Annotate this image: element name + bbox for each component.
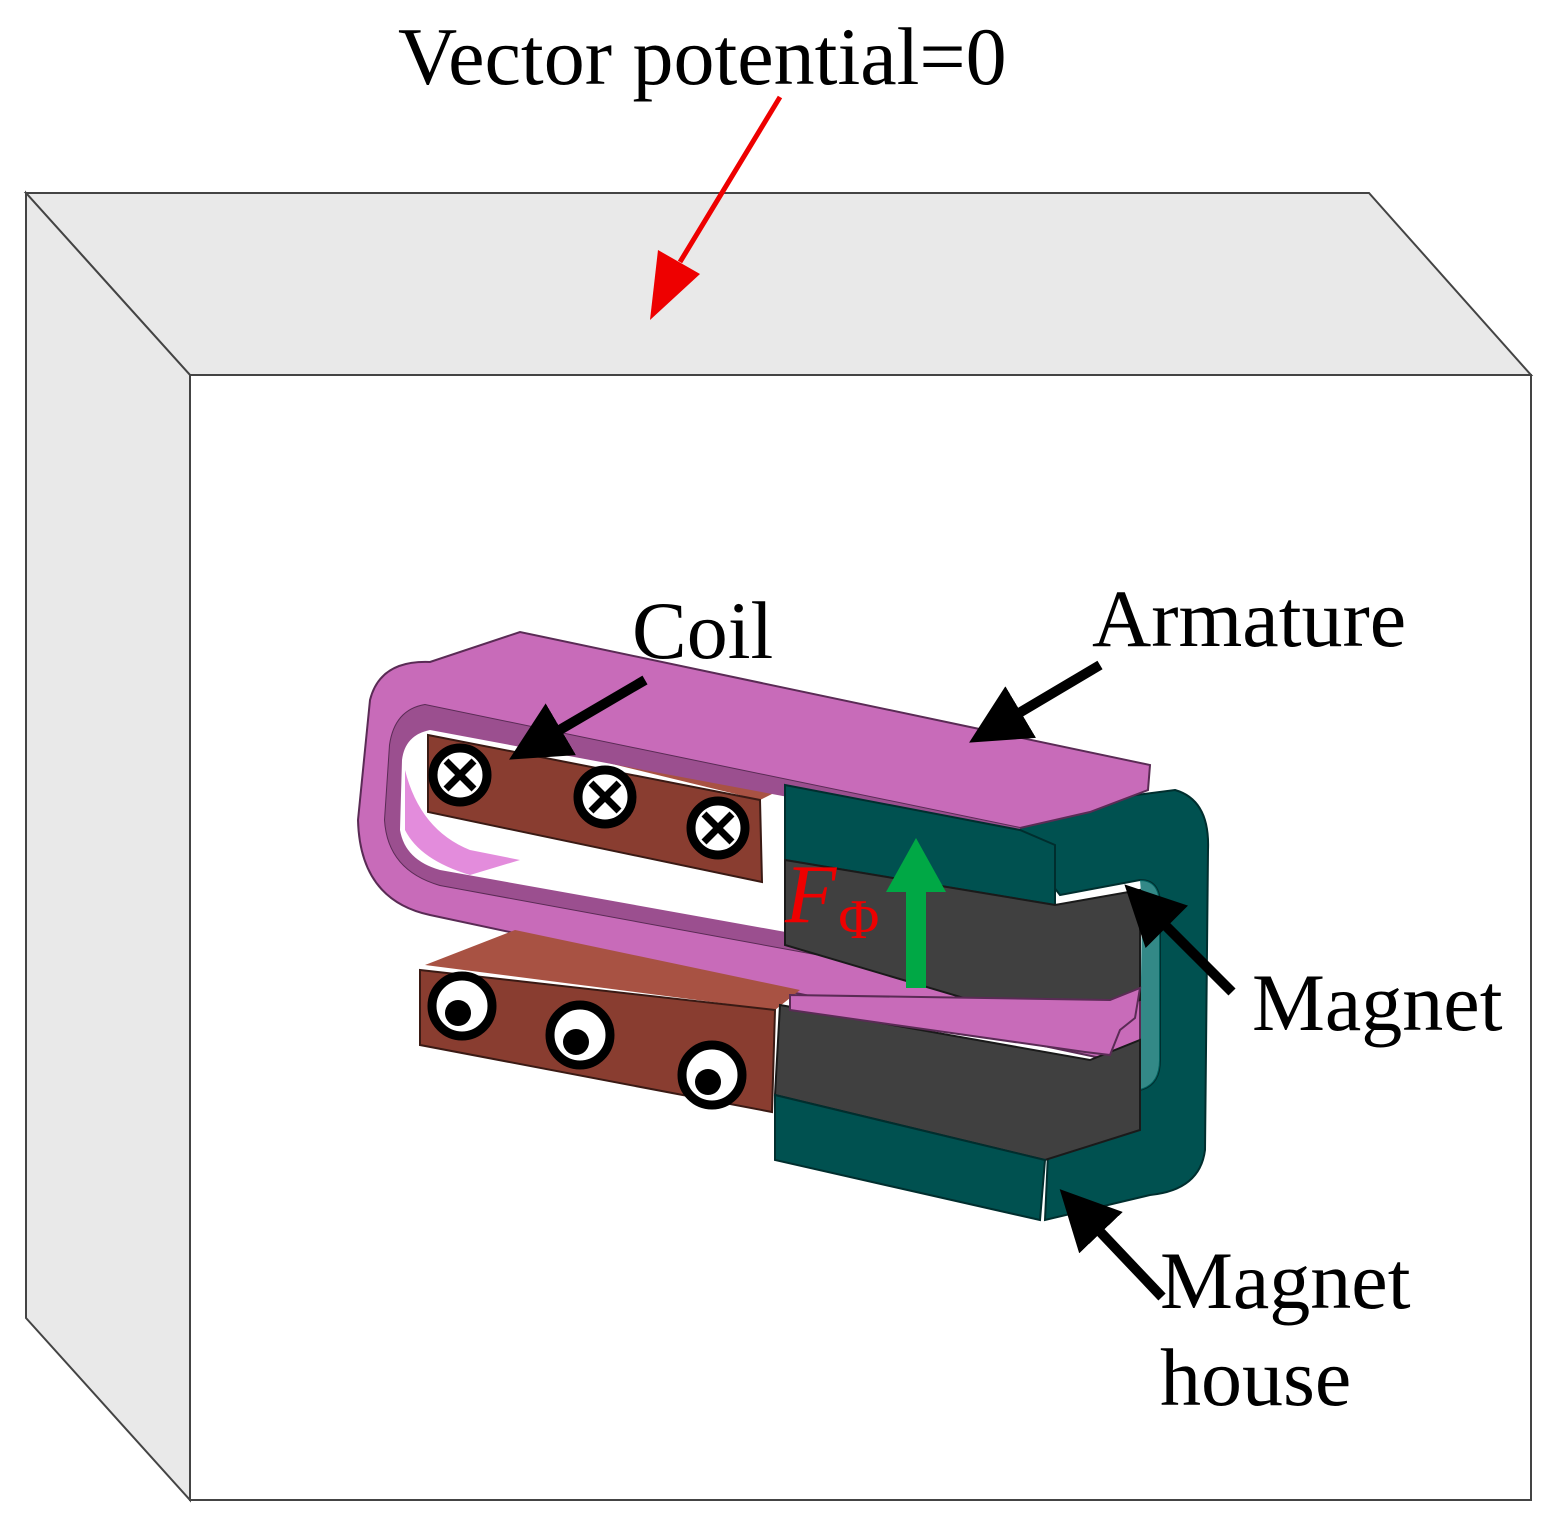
magnet-label: Magnet (1252, 957, 1503, 1048)
current-out-of-page-icon (545, 1000, 615, 1070)
force-label-subscript: Φ (838, 889, 879, 951)
current-out-of-page-icon (677, 1040, 747, 1110)
force-arrow-shaft (906, 888, 926, 988)
lower-house-block (774, 1093, 1047, 1222)
force-label: FΦ (784, 848, 879, 951)
force-arrow-head (886, 838, 946, 892)
force-arrow (886, 838, 946, 988)
current-into-page-icon (686, 796, 750, 860)
magnet-house-label-line2: house (1160, 1332, 1351, 1423)
upper-magnet-assembly (784, 783, 1141, 1027)
magnet-callout-arrow (1124, 884, 1236, 996)
armature-lower-lip (789, 986, 1142, 1057)
boundary-box-left-face (25, 190, 191, 1503)
boundary-arrow (650, 95, 783, 320)
coil-label: Coil (632, 585, 773, 676)
current-into-page-icon (573, 765, 637, 829)
magnet-house-label-line1: Magnet (1160, 1235, 1411, 1326)
upper-house-block (784, 783, 1056, 907)
magnet-house-callout-arrow (1059, 1189, 1166, 1301)
armature-callout-arrow (969, 660, 1103, 743)
lower-coil-current-markers (427, 971, 747, 1110)
boundary-box-top-face (23, 192, 1534, 376)
upper-coil-current-markers (428, 743, 750, 860)
armature-label: Armature (1092, 573, 1406, 664)
coil-callout-arrow (509, 675, 648, 760)
lower-magnet-assembly (773, 1003, 1141, 1222)
current-out-of-page-icon (427, 971, 497, 1041)
armature-inner-highlight (405, 770, 520, 875)
upper-magnet-block (784, 858, 1141, 1027)
boundary-label: Vector potential=0 (398, 11, 1007, 102)
lower-coil-top (425, 930, 800, 1010)
current-into-page-icon (428, 743, 492, 807)
